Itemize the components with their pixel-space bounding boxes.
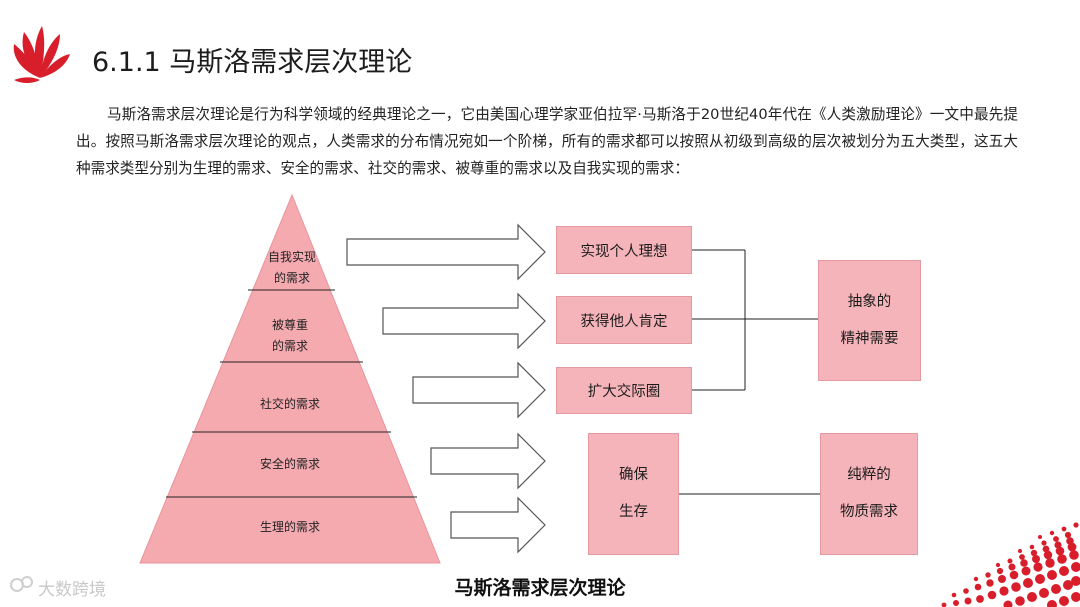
pyramid-level-safety: 安全的需求 <box>259 457 320 471</box>
intro-paragraph: 马斯洛需求层次理论是行为科学领域的经典理论之一，它由美国心理学家亚伯拉罕·马斯洛… <box>76 106 1018 177</box>
arrow-shape <box>430 432 546 490</box>
box-self-actualization: 实现个人理想 <box>556 226 692 274</box>
pyramid-level-esteem: 被尊重 的需求 <box>271 318 308 353</box>
arrow-shape <box>382 292 546 350</box>
pyramid-level-physiological: 生理的需求 <box>259 520 320 534</box>
red-fan-logo-icon <box>13 26 70 83</box>
decorative-dots <box>941 522 1080 607</box>
watermark-text: 大数跨境 <box>38 580 106 600</box>
box-material-needs: 纯粹的 物质需求 <box>820 433 918 555</box>
pyramid-level-social: 社交的需求 <box>259 397 320 411</box>
pyramid-shape <box>139 193 441 564</box>
box-esteem: 获得他人肯定 <box>556 296 692 344</box>
box-survival: 确保 生存 <box>588 433 679 555</box>
arrow-shape <box>450 496 546 554</box>
arrow-shape <box>412 361 546 419</box>
diagram-caption: 马斯洛需求层次理论 <box>454 577 626 599</box>
watermark-logo-icon <box>10 576 33 592</box>
pyramid-level-self-actualization: 自我实现 的需求 <box>267 250 316 285</box>
box-social: 扩大交际圈 <box>556 367 692 414</box>
page-title: 6.1.1 马斯洛需求层次理论 <box>92 47 413 78</box>
arrow-shape <box>346 223 546 281</box>
box-spiritual-needs: 抽象的 精神需要 <box>818 260 921 381</box>
